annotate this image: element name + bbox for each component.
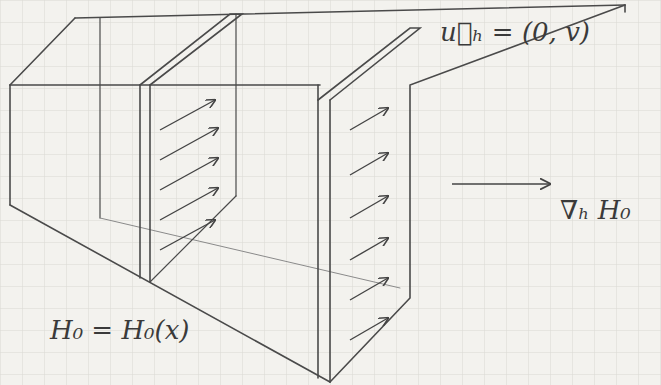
- bottom-front-edge: [10, 205, 330, 382]
- gradient-label: ∇ₕ H₀: [560, 196, 631, 225]
- left-front-edge: [9, 85, 11, 205]
- flow-arrow: [160, 220, 215, 250]
- flow-arrow: [350, 318, 388, 340]
- right-slab-top: [318, 28, 420, 100]
- gradient-arrow: [452, 183, 550, 185]
- flow-arrow: [160, 158, 218, 190]
- middle-slab-bottom: [150, 196, 236, 282]
- middle-slab-top: [140, 14, 242, 85]
- top-back-edge: [75, 5, 625, 18]
- right-end-edge: [330, 5, 625, 382]
- top-left-edge: [10, 18, 75, 85]
- flow-arrow: [160, 128, 218, 160]
- flow-arrow: [350, 153, 388, 175]
- middle-slab-back: [235, 14, 236, 196]
- flow-arrow: [350, 108, 388, 130]
- corner-tick: [624, 5, 626, 12]
- flow-arrow: [160, 188, 218, 220]
- bottom-back-edge: [100, 218, 400, 288]
- top-front-edge: [10, 84, 320, 86]
- flow-arrow: [350, 238, 388, 260]
- velocity-label: u⃗ₕ = (0, v): [440, 18, 590, 47]
- right-slab-front: [318, 100, 330, 382]
- flow-arrow: [350, 196, 388, 218]
- flow-arrow: [160, 100, 215, 130]
- right-slab-joint: [317, 85, 319, 100]
- middle-slab-front: [140, 85, 150, 282]
- left-back-edge: [99, 18, 100, 218]
- depth-label: H₀ = H₀(x): [50, 316, 189, 345]
- flow-arrow: [350, 278, 388, 300]
